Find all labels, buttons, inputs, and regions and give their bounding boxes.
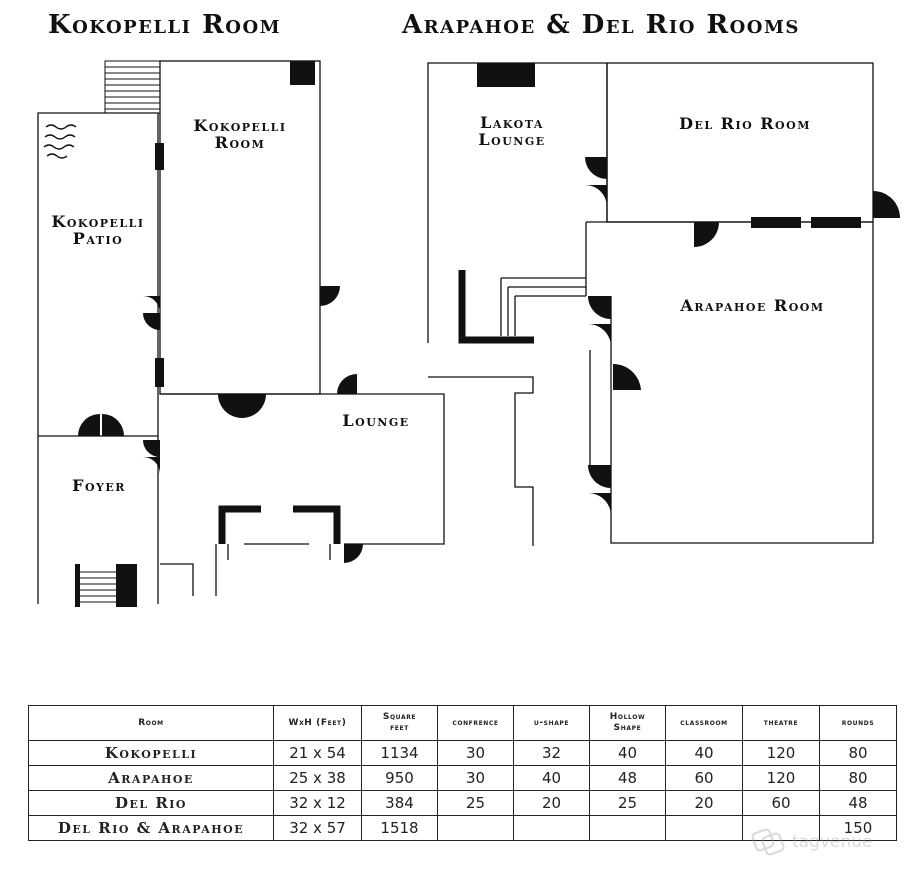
table-cell: Del Rio & Arapahoe bbox=[28, 815, 274, 841]
table-row: Kokopelli 21 x 54 1134 30 32 40 40 120 8… bbox=[28, 740, 897, 766]
foyer-label: Foyer bbox=[72, 476, 126, 495]
table-cell: 32 x 57 bbox=[273, 815, 362, 841]
table-cell: 21 x 54 bbox=[273, 740, 362, 766]
watermark-text: tagvenue bbox=[792, 832, 873, 852]
label-line: Kokopelli bbox=[51, 212, 145, 231]
wall-post bbox=[155, 143, 164, 170]
table-cell: 150 bbox=[819, 815, 897, 841]
table-row: Del Rio 32 x 12 384 25 20 25 20 60 48 bbox=[28, 790, 897, 816]
table-cell: 60 bbox=[742, 790, 820, 816]
door-swings bbox=[78, 286, 363, 563]
table-cell: 40 bbox=[513, 765, 590, 791]
table-row: Del Rio & Arapahoe 32 x 57 1518 150 bbox=[28, 815, 897, 841]
table-header-row: Room WxH (Feet) Square feet confrence u-… bbox=[28, 705, 897, 741]
lounge-label: Lounge bbox=[342, 411, 410, 430]
table-row: Arapahoe 25 x 38 950 30 40 48 60 120 80 bbox=[28, 765, 897, 791]
column-header: confrence bbox=[437, 705, 514, 741]
table-cell bbox=[437, 815, 514, 841]
foyer-step-wall bbox=[160, 563, 194, 596]
column-header: Square feet bbox=[361, 705, 438, 741]
table-cell: 40 bbox=[665, 740, 743, 766]
lakota-outline bbox=[427, 62, 607, 343]
column-header: classroom bbox=[665, 705, 743, 741]
lakota-lounge-label: Lakota Lounge bbox=[452, 114, 572, 148]
arapahoe-wing-fills bbox=[458, 63, 900, 516]
tagvenue-watermark: tagvenue bbox=[750, 825, 910, 859]
floor-plan bbox=[37, 60, 900, 607]
table-cell: 80 bbox=[819, 765, 897, 791]
table-cell: 80 bbox=[819, 740, 897, 766]
label-line: Lounge bbox=[478, 130, 546, 149]
table-cell: 25 bbox=[437, 790, 514, 816]
stairs-top bbox=[104, 60, 161, 114]
del-rio-room-label: Del Rio Room bbox=[679, 114, 811, 133]
table-cell: 30 bbox=[437, 740, 514, 766]
table-cell: 30 bbox=[437, 765, 514, 791]
table-cell: 25 bbox=[589, 790, 666, 816]
lounge-outline bbox=[160, 393, 445, 545]
fireplace-block bbox=[477, 63, 535, 87]
wall-post bbox=[155, 358, 164, 387]
fire-pit-icon bbox=[43, 124, 77, 159]
stairs-bottom bbox=[75, 564, 137, 607]
label-line: Room bbox=[214, 133, 266, 152]
column-header: Room bbox=[28, 705, 274, 741]
table-cell: 1134 bbox=[361, 740, 438, 766]
arapahoe-room-label: Arapahoe Room bbox=[680, 296, 825, 315]
kokopelli-wing-fills bbox=[155, 61, 341, 544]
kokopelli-room-outline bbox=[159, 60, 321, 395]
table-cell: 32 bbox=[513, 740, 590, 766]
kokopelli-patio-label: Kokopelli Patio bbox=[36, 213, 160, 247]
capacity-table: Room WxH (Feet) Square feet confrence u-… bbox=[28, 705, 897, 841]
arapahoe-wing-walls bbox=[427, 62, 874, 546]
kokopelli-room-label: Kokopelli Room bbox=[175, 117, 305, 151]
table-cell: 120 bbox=[742, 740, 820, 766]
table-cell: Arapahoe bbox=[28, 765, 274, 791]
del-rio-outline bbox=[606, 62, 874, 223]
label-line: Kokopelli bbox=[193, 116, 287, 135]
partition-panel bbox=[811, 217, 861, 228]
table-cell: 120 bbox=[742, 765, 820, 791]
table-cell bbox=[742, 815, 820, 841]
partition-right bbox=[293, 505, 341, 544]
table-cell: 32 x 12 bbox=[273, 790, 362, 816]
column-header: theatre bbox=[742, 705, 820, 741]
table-cell: 48 bbox=[819, 790, 897, 816]
table-cell: Del Rio bbox=[28, 790, 274, 816]
table-cell: 950 bbox=[361, 765, 438, 791]
table-cell: Kokopelli bbox=[28, 740, 274, 766]
bar-counter bbox=[458, 270, 534, 344]
partition-panel bbox=[751, 217, 801, 228]
column-header: u-shape bbox=[513, 705, 590, 741]
tagvenue-logo-icon bbox=[751, 828, 785, 856]
table-cell: 48 bbox=[589, 765, 666, 791]
table-cell: 1518 bbox=[361, 815, 438, 841]
column-header: Hollow Shape bbox=[589, 705, 666, 741]
column-header: rounds bbox=[819, 705, 897, 741]
table-cell: 40 bbox=[589, 740, 666, 766]
hallway-walls bbox=[428, 376, 534, 546]
arapahoe-del-rio-title: Arapahoe & Del Rio Rooms bbox=[402, 10, 800, 40]
fireplace-block bbox=[290, 61, 315, 85]
kokopelli-patio-outline bbox=[37, 112, 158, 604]
table-cell: 20 bbox=[513, 790, 590, 816]
table-cell: 25 x 38 bbox=[273, 765, 362, 791]
label-line: Patio bbox=[72, 229, 124, 248]
label-line: Lakota bbox=[480, 113, 544, 132]
table-cell bbox=[513, 815, 590, 841]
table-cell bbox=[589, 815, 666, 841]
kokopelli-title: Kokopelli Room bbox=[48, 10, 282, 40]
partition-left bbox=[218, 505, 261, 544]
table-cell: 60 bbox=[665, 765, 743, 791]
column-header: WxH (Feet) bbox=[273, 705, 362, 741]
table-cell: 20 bbox=[665, 790, 743, 816]
table-cell bbox=[665, 815, 743, 841]
table-cell: 384 bbox=[361, 790, 438, 816]
